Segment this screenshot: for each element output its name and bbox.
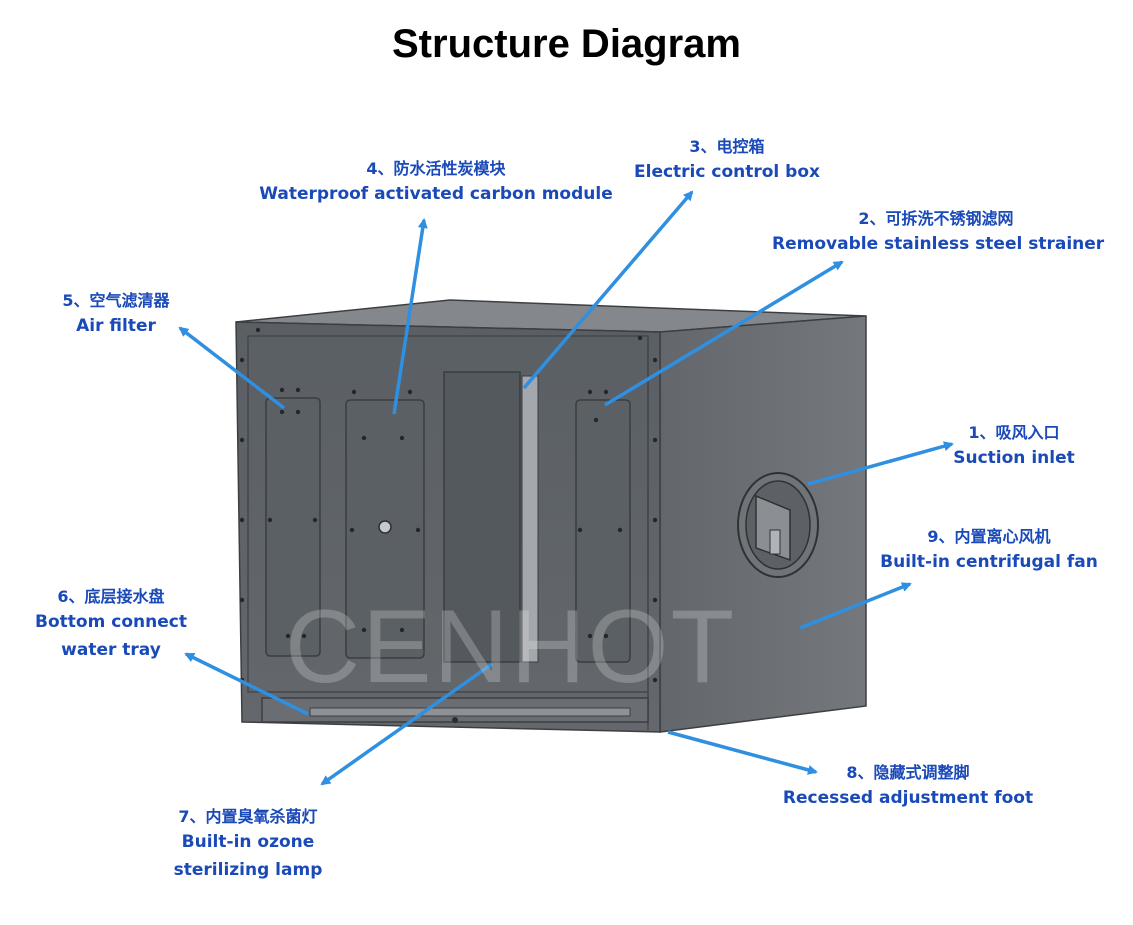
label-centrifugal-fan: 9、内置离心风机 Built-in centrifugal fan (880, 527, 1098, 572)
label-carbon-module: 4、防水活性炭模块 Waterproof activated carbon mo… (259, 159, 613, 204)
label-air-filter: 5、空气滤清器 Air filter (62, 291, 170, 336)
screws (239, 327, 658, 683)
label-ozone-lamp: 7、内置臭氧杀菌灯 Built-in ozone sterilizing lam… (173, 807, 323, 880)
label-electric-control-box: 3、电控箱 Electric control box (634, 137, 820, 182)
control-box-handle (521, 375, 539, 663)
arrow-air-filter (178, 326, 286, 410)
watermark: CENHOT (285, 589, 737, 705)
label-adjustment-foot: 8、隐藏式调整脚 Recessed adjustment foot (782, 763, 1034, 808)
suction-inlet-duct (737, 472, 819, 578)
carbon-module-knob (378, 520, 392, 534)
arrow-adjustment-foot (667, 730, 818, 775)
label-stainless-strainer: 2、可拆洗不锈钢滤网 Removable stainless steel str… (772, 209, 1105, 254)
callout-arrows (178, 190, 954, 786)
ozone-lamp-slot (309, 707, 631, 717)
strainer-panel (575, 399, 631, 663)
arrow-carbon-module (392, 218, 428, 415)
cabinet (235, 299, 867, 733)
label-suction-inlet: 1、吸风入口 Suction inlet (953, 423, 1075, 468)
label-water-tray: 6、底层接水盘 Bottom connect water tray (35, 587, 187, 660)
tray-screw (452, 717, 458, 723)
page-title: Structure Diagram (392, 22, 741, 66)
arrow-stainless-strainer (604, 260, 844, 407)
control-box-panel (443, 371, 521, 663)
arrow-water-tray (184, 652, 309, 716)
arrow-electric-control-box (522, 190, 694, 390)
arrow-suction-inlet (807, 441, 954, 486)
arrow-ozone-lamp (320, 662, 494, 786)
air-filter-panel (265, 397, 321, 657)
arrow-centrifugal-fan (799, 582, 912, 630)
